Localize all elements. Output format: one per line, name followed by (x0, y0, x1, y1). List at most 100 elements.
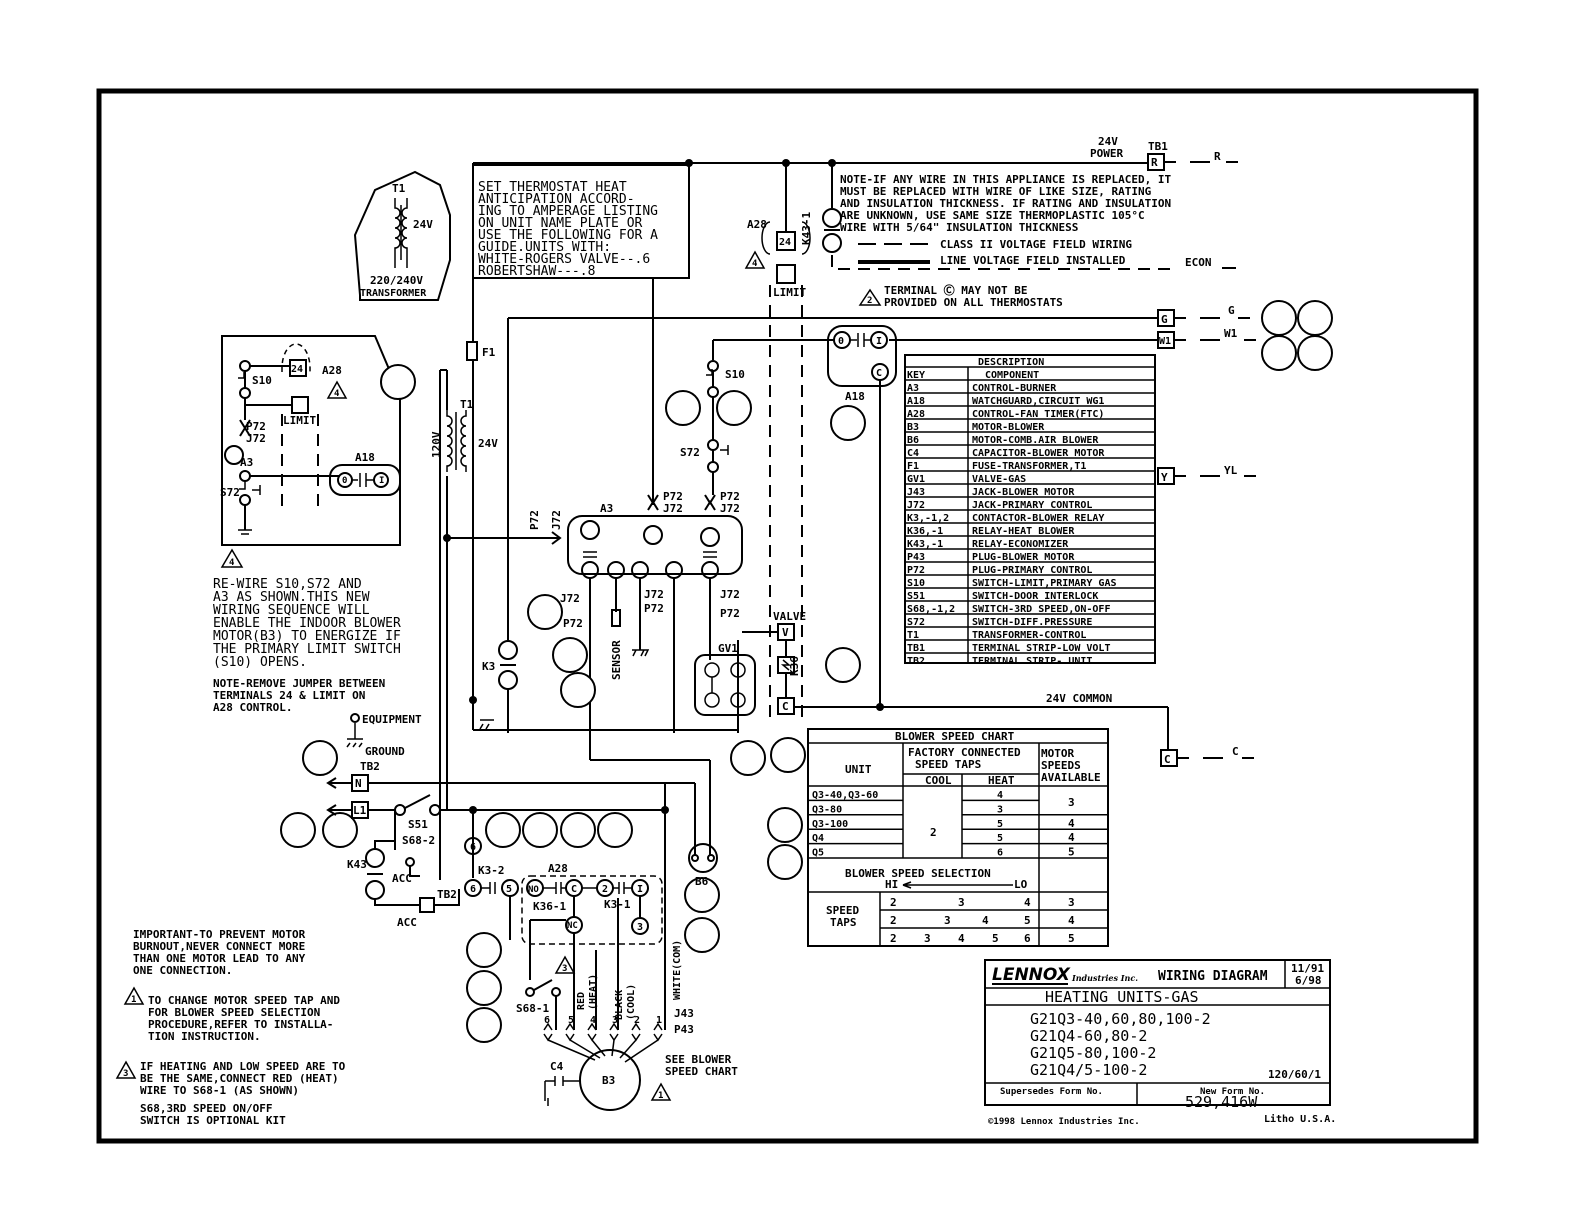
transformer-inset-coils (394, 198, 408, 268)
desc-component: CONTROL-BURNER (972, 383, 1057, 394)
svg-text:ONE CONNECTION.: ONE CONNECTION. (133, 964, 232, 977)
svg-text:BLACK: BLACK (614, 990, 625, 1020)
k3-label: K3 (482, 660, 495, 673)
svg-text:©1998 Lennox Industries Inc.: ©1998 Lennox Industries Inc. (988, 1116, 1140, 1127)
desc-key: S51 (907, 591, 925, 602)
gv1-label: GV1 (718, 642, 738, 655)
speed-available: 3 (1068, 896, 1075, 909)
svg-text:TB2: TB2 (437, 888, 457, 901)
class2-legend-text: CLASS II VOLTAGE FIELD WIRING (940, 238, 1132, 251)
anticipation-note: SET THERMOSTAT HEAT ANTICIPATION ACCORD-… (478, 180, 658, 279)
svg-text:USE THE FOLLOWING FOR A: USE THE FOLLOWING FOR A (478, 228, 658, 243)
svg-text:TION INSTRUCTION.: TION INSTRUCTION. (148, 1030, 261, 1043)
svg-text:MUST BE REPLACED WITH WIRE OF: MUST BE REPLACED WITH WIRE OF LIKE SIZE,… (840, 185, 1152, 198)
chart-unit: Q3-100 (812, 819, 848, 830)
svg-text:RE-WIRE S10,S72 AND: RE-WIRE S10,S72 AND (213, 577, 362, 592)
svg-text:TERMINALS 24 & LIMIT ON: TERMINALS 24 & LIMIT ON (213, 689, 365, 702)
k3-2-label: K3-2 (478, 864, 505, 877)
chart-available: 4 (1068, 817, 1075, 830)
svg-text:529,416W: 529,416W (1185, 1093, 1258, 1111)
svg-text:C: C (782, 700, 789, 713)
inset-t1-label: T1 (392, 182, 406, 195)
svg-text:5: 5 (568, 1015, 574, 1026)
svg-text:COMPONENT: COMPONENT (985, 370, 1039, 381)
svg-text:SET THERMOSTAT HEAT: SET THERMOSTAT HEAT (478, 180, 627, 195)
desc-key: A28 (907, 409, 925, 420)
chart-available: 5 (1068, 846, 1075, 859)
speed-tap: 4 (982, 914, 989, 927)
svg-text:LIMIT: LIMIT (283, 414, 316, 427)
a28-24-terminal (776, 231, 796, 251)
svg-text:RED: RED (576, 992, 587, 1010)
svg-text:J72: J72 (720, 502, 740, 515)
t1-label: T1 (460, 398, 474, 411)
b6-comb-air-motor (688, 843, 718, 873)
svg-text:HEAT: HEAT (988, 774, 1015, 787)
svg-text:S10: S10 (252, 374, 272, 387)
desc-key: P43 (907, 552, 925, 563)
chart-heat: 4 (997, 790, 1003, 801)
desc-component: MOTOR-COMB.AIR BLOWER (972, 435, 1099, 446)
desc-key: K43,-1 (907, 539, 943, 550)
desc-component: SWITCH-LIMIT,PRIMARY GAS (972, 578, 1117, 589)
svg-text:2: 2 (634, 1015, 640, 1026)
blower-speed-chart: BLOWER SPEED CHART UNIT FACTORY CONNECTE… (807, 728, 1109, 947)
svg-text:S68,3RD SPEED ON/OFF: S68,3RD SPEED ON/OFF (140, 1102, 272, 1115)
desc-key: A3 (907, 383, 919, 394)
yl-line-label: YL (1224, 464, 1238, 477)
svg-text:WIRING SEQUENCE WILL: WIRING SEQUENCE WILL (213, 603, 370, 618)
desc-component: MOTOR-BLOWER (972, 422, 1045, 433)
see-blower-line1: SEE BLOWER (665, 1053, 732, 1066)
desc-key: TB1 (907, 643, 925, 654)
speed-tap: 3 (924, 932, 931, 945)
inset-220v-label: 220/240V (370, 274, 423, 287)
a28-lower-label: A28 (548, 862, 568, 875)
svg-text:G: G (1161, 313, 1168, 326)
w1-line-label: W1 (1224, 327, 1238, 340)
svg-text:120/60/1: 120/60/1 (1268, 1068, 1321, 1081)
lennox-logo: LENNOX (992, 965, 1071, 985)
svg-text:24: 24 (291, 364, 303, 375)
k36-label: K36 (788, 656, 801, 676)
svg-text:BE THE SAME,CONNECT RED (HEAT): BE THE SAME,CONNECT RED (HEAT) (140, 1072, 339, 1085)
title-block: LENNOX Industries Inc. WIRING DIAGRAM 11… (984, 959, 1336, 1127)
svg-text:NO: NO (528, 885, 539, 895)
desc-key: B3 (907, 422, 919, 433)
svg-text:TO CHANGE MOTOR SPEED TAP AND: TO CHANGE MOTOR SPEED TAP AND (148, 994, 340, 1007)
svg-text:ROBERTSHAW---.8: ROBERTSHAW---.8 (478, 264, 595, 279)
svg-text:P72: P72 (720, 490, 740, 503)
desc-component: FUSE-TRANSFORMER,T1 (972, 461, 1086, 472)
see-blower-line2: SPEED CHART (665, 1065, 738, 1078)
svg-text:V: V (782, 626, 789, 639)
flame-sensor (611, 609, 621, 627)
a28-top-label: A28 (747, 218, 767, 231)
p43-label: P43 (674, 1023, 694, 1036)
svg-text:J72: J72 (663, 502, 683, 515)
inset-24v-label: 24V (413, 218, 433, 231)
s68-1-label: S68-1 (516, 1002, 549, 1015)
speed-tap: 3 (958, 896, 965, 909)
inset-transformer-label: TRANSFORMER (360, 288, 427, 299)
120v-label: 120V (430, 431, 443, 458)
terminal-note-line1: TERMINAL Ⓒ MAY NOT BE (884, 283, 1027, 297)
svg-text:WIRE TO S68-1 (AS SHOWN): WIRE TO S68-1 (AS SHOWN) (140, 1084, 299, 1097)
svg-text:BURNOUT,NEVER CONNECT MORE: BURNOUT,NEVER CONNECT MORE (133, 940, 305, 953)
speed-available: 5 (1068, 932, 1075, 945)
desc-key: S72 (907, 617, 925, 628)
svg-text:COOL: COOL (925, 774, 952, 787)
wire-replacement-note: NOTE-IF ANY WIRE IN THIS APPLIANCE IS RE… (840, 173, 1172, 234)
svg-text:NOTE-REMOVE JUMPER BETWEEN: NOTE-REMOVE JUMPER BETWEEN (213, 677, 385, 690)
svg-text:J72: J72 (550, 510, 563, 530)
speed-tap: 4 (958, 932, 965, 945)
desc-component: VALVE-GAS (972, 474, 1026, 485)
power-24v-label: 24V (1098, 135, 1118, 148)
svg-text:WIRING DIAGRAM: WIRING DIAGRAM (1158, 969, 1268, 984)
svg-text:A28 CONTROL.: A28 CONTROL. (213, 701, 292, 714)
b3-label: B3 (602, 1074, 615, 1087)
a28-limit-terminal (776, 264, 796, 284)
svg-text:MOTOR(B3) TO ENERGIZE IF: MOTOR(B3) TO ENERGIZE IF (213, 629, 401, 644)
svg-text:(HEAT): (HEAT) (588, 974, 599, 1010)
rewire-inset-outline (221, 335, 401, 546)
svg-text:G21Q4/5-100-2: G21Q4/5-100-2 (1030, 1061, 1147, 1079)
